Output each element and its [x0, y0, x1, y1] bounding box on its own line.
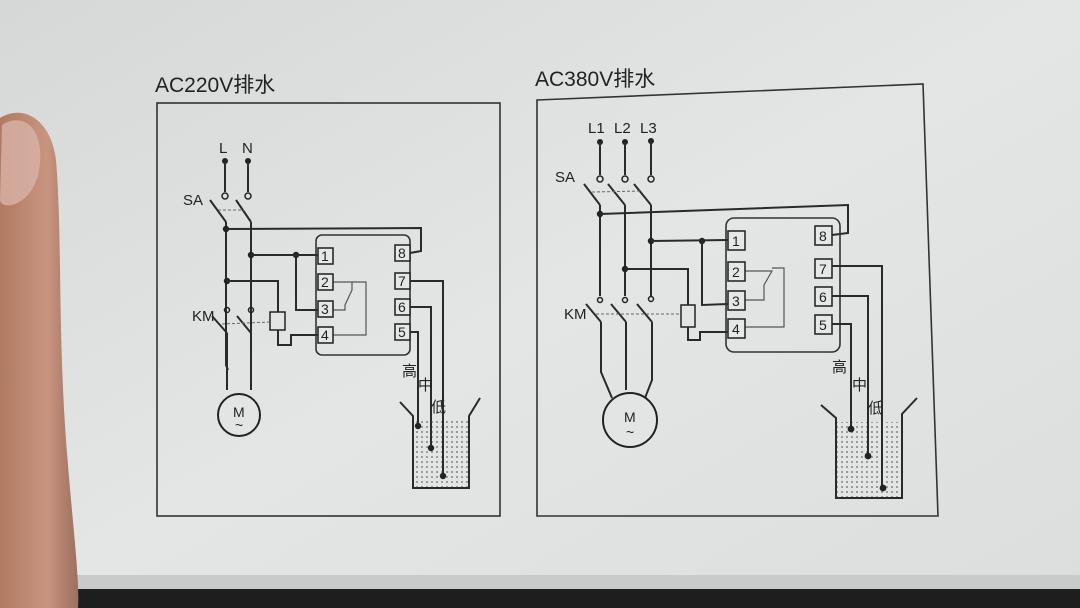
terminal-4: 4: [321, 327, 329, 343]
terminal-8: 8: [398, 245, 406, 261]
terminal-7: 7: [819, 261, 827, 277]
switch-label-sa: SA: [183, 192, 203, 209]
supply-label-l1: L1: [588, 120, 605, 137]
level-label-mid: 中: [852, 377, 867, 394]
level-label-high: 高: [832, 359, 847, 376]
diagram-ac380v: AC380V排水 L1 L2 L3 SA KM M ~: [535, 68, 939, 517]
terminal-2: 2: [732, 264, 740, 280]
supply-label-n: N: [242, 140, 253, 157]
finger-holding-page: [0, 112, 79, 608]
supply-label-l: L: [219, 140, 227, 157]
motor-ac-symbol: ~: [626, 424, 634, 440]
motor-label: M: [233, 404, 245, 420]
level-relay-box: [725, 217, 841, 353]
motor-label: M: [624, 409, 636, 425]
level-label-high: 高: [402, 363, 417, 380]
terminal-3: 3: [732, 293, 740, 309]
motor-symbol: [602, 392, 658, 448]
diagram-title: AC220V排水: [155, 74, 275, 97]
contactor-label-km: KM: [192, 308, 215, 325]
diagram-title: AC380V排水: [535, 68, 655, 91]
terminal-2: 2: [321, 274, 329, 290]
level-label-low: 低: [431, 399, 446, 416]
terminal-6: 6: [398, 299, 406, 315]
diagram-frame: [156, 102, 501, 517]
terminal-right-column: 8 7 6 5: [814, 225, 833, 335]
terminal-left-column: 1 2 3 4: [727, 230, 746, 339]
motor-ac-symbol: ~: [235, 417, 243, 433]
terminal-1: 1: [321, 248, 329, 264]
terminal-left-column: 1 2 3 4: [317, 247, 334, 344]
terminal-7: 7: [398, 273, 406, 289]
switch-label-sa: SA: [555, 169, 575, 186]
supply-label-l3: L3: [640, 120, 657, 137]
terminal-4: 4: [732, 321, 740, 337]
terminal-1: 1: [732, 233, 740, 249]
level-label-mid: 中: [418, 377, 433, 394]
diagram-ac220v: AC220V排水 L N SA KM M ~ 1: [155, 74, 501, 517]
terminal-5: 5: [398, 324, 406, 340]
level-label-low: 低: [868, 400, 883, 417]
contactor-label-km: KM: [564, 306, 587, 323]
diagram-frame: [536, 83, 939, 517]
page-bottom-shadow: [0, 588, 1080, 608]
terminal-8: 8: [819, 228, 827, 244]
motor-symbol: [217, 393, 261, 437]
level-relay-box: [315, 234, 411, 356]
terminal-6: 6: [819, 289, 827, 305]
terminal-5: 5: [819, 317, 827, 333]
supply-label-l2: L2: [614, 120, 631, 137]
terminal-3: 3: [321, 301, 329, 317]
